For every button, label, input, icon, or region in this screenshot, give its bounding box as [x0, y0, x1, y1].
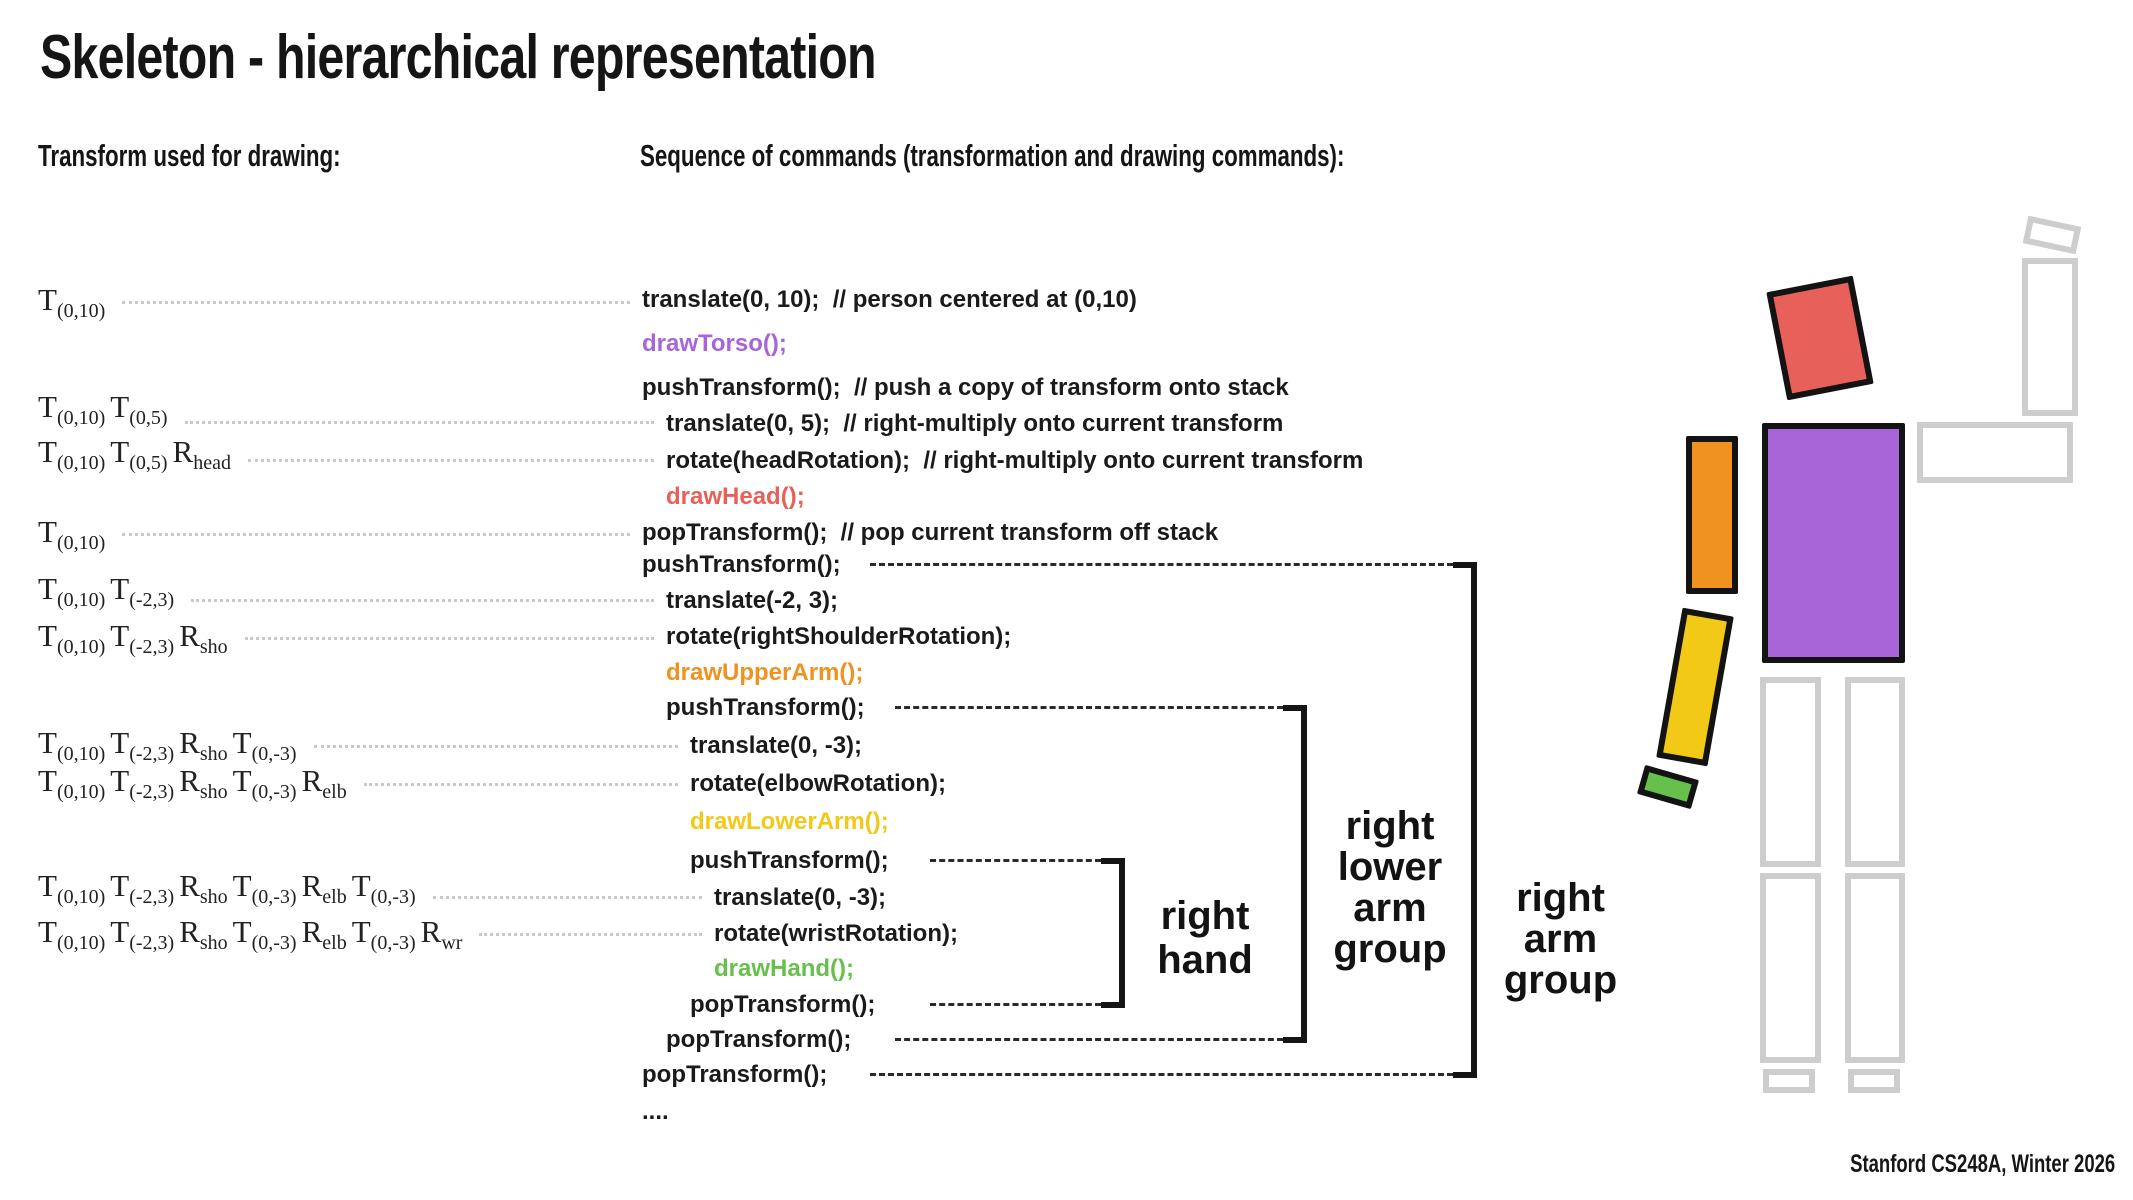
- dotted-connector: [363, 782, 678, 786]
- code-line-head: drawHead();: [666, 483, 805, 510]
- transform-expression: T(0,10): [38, 277, 634, 323]
- dotted-connector: [479, 932, 702, 936]
- dashed-connector-push-right-hand: [930, 859, 1101, 862]
- code-line: pushTransform(); // push a copy of trans…: [642, 374, 1289, 401]
- code-line: popTransform();: [690, 991, 876, 1018]
- course-footer: Stanford CS248A, Winter 2026: [1849, 1150, 2115, 1178]
- right-lower-arm-group-bracket: [1283, 705, 1307, 1043]
- transform-expression: T(0,10)T(0,5): [38, 384, 658, 430]
- right-lower-leg-outline: [1760, 873, 1821, 1063]
- transform-expression: T(0,10): [38, 509, 634, 555]
- dotted-connector: [244, 636, 654, 640]
- dotted-connector: [313, 744, 678, 748]
- left-hand-outline: [2022, 215, 2082, 255]
- right-upper-arm-rect: [1686, 436, 1738, 594]
- code-line: pushTransform();: [690, 847, 889, 874]
- code-line-lower-arm: drawLowerArm();: [690, 808, 889, 835]
- dashed-connector-push-right-lower-arm: [895, 706, 1283, 709]
- dotted-connector: [122, 300, 630, 304]
- code-line: translate(0, -3);: [690, 732, 863, 759]
- right-hand-rect: [1636, 764, 1700, 810]
- dashed-connector-push-right-arm: [870, 563, 1453, 566]
- code-line: translate(0, 5); // right-multiply onto …: [666, 410, 1284, 437]
- dotted-connector: [122, 532, 630, 536]
- code-line-upper-arm: drawUpperArm();: [666, 659, 864, 686]
- right-upper-leg-outline: [1760, 677, 1821, 867]
- code-line: popTransform(); // pop current transform…: [642, 519, 1219, 546]
- left-upper-arm-outline: [1917, 422, 2073, 483]
- dotted-connector: [184, 420, 654, 424]
- page-title: Skeleton - hierarchical representation: [40, 23, 877, 92]
- code-line-hand: drawHand();: [714, 955, 854, 982]
- dashed-connector-pop-right-lower-arm: [895, 1038, 1283, 1041]
- code-line: translate(0, -3);: [714, 884, 887, 911]
- transform-math: T(0,10)T(0,5)Rhead: [38, 434, 231, 475]
- transform-math: T(0,10)T(0,5): [38, 389, 168, 430]
- code-line: ....: [642, 1098, 669, 1125]
- code-line: rotate(wristRotation);: [714, 920, 958, 947]
- code-line: rotate(elbowRotation);: [690, 770, 946, 797]
- transforms-column-header: Transform used for drawing:: [38, 138, 341, 173]
- left-upper-leg-outline: [1845, 677, 1905, 867]
- right-lower-arm-rect: [1656, 607, 1734, 767]
- left-lower-leg-outline: [1845, 873, 1905, 1063]
- commands-column-header: Sequence of commands (transformation and…: [640, 138, 1345, 173]
- head-rect: [1766, 275, 1874, 401]
- dashed-connector-pop-right-hand: [930, 1003, 1101, 1006]
- right-hand-bracket: [1101, 858, 1125, 1008]
- transform-expression: T(0,10)T(-2,3): [38, 566, 658, 612]
- dotted-connector: [247, 458, 654, 462]
- code-line: translate(0, 10); // person centered at …: [642, 286, 1137, 313]
- code-line: popTransform();: [666, 1026, 852, 1053]
- code-line: rotate(headRotation); // right-multiply …: [666, 447, 1364, 474]
- code-line-torso: drawTorso();: [642, 330, 787, 357]
- transform-math: T(0,10): [38, 282, 106, 323]
- transform-expression: T(0,10)T(0,5)Rhead: [38, 429, 658, 475]
- code-line: pushTransform();: [666, 694, 865, 721]
- transform-expression: T(0,10)T(-2,3)Rsho: [38, 613, 658, 659]
- transform-math: T(0,10)T(-2,3): [38, 571, 175, 612]
- left-lower-arm-outline: [2022, 258, 2078, 416]
- code-line: rotate(rightShoulderRotation);: [666, 623, 1012, 650]
- right-foot-outline: [1763, 1069, 1815, 1093]
- transform-math: T(0,10)T(-2,3)Rsho: [38, 618, 228, 659]
- dotted-connector: [191, 598, 654, 602]
- dashed-connector-pop-right-arm: [870, 1073, 1453, 1076]
- code-line: pushTransform();: [642, 551, 841, 578]
- code-line: translate(-2, 3);: [666, 587, 839, 614]
- code-line: popTransform();: [642, 1061, 828, 1088]
- dotted-connector: [432, 895, 702, 899]
- left-foot-outline: [1848, 1069, 1900, 1093]
- right-arm-group-bracket: [1453, 562, 1477, 1078]
- torso-rect: [1762, 423, 1905, 663]
- transform-math: T(0,10): [38, 514, 106, 555]
